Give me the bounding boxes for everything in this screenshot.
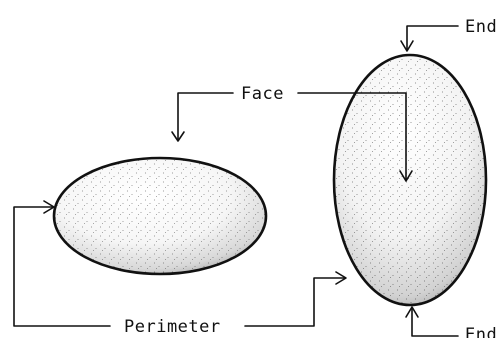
upright-pebble	[330, 52, 490, 310]
end-top-pointer	[401, 26, 458, 51]
flat-pebble	[50, 155, 272, 280]
perimeter-label: Perimeter	[124, 317, 221, 337]
end-bottom-pointer	[406, 307, 458, 336]
face-label: Face	[241, 84, 284, 104]
end-bottom-label: End	[465, 325, 497, 338]
end-top-label: End	[465, 17, 497, 37]
